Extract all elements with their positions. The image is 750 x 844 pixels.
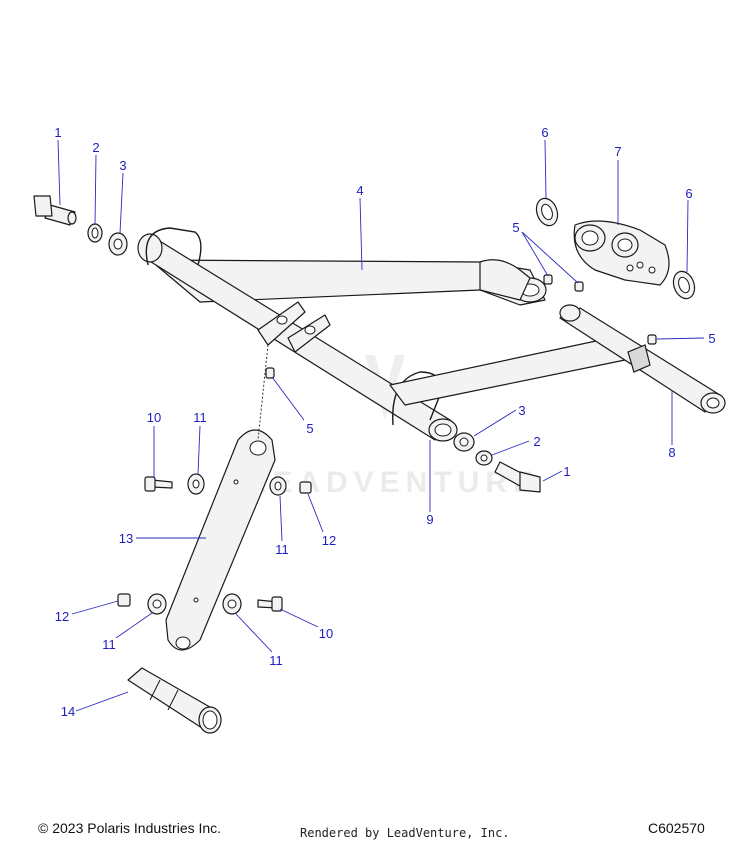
nut-12-lower [117, 593, 131, 607]
callout-5-left: 5 [306, 421, 313, 436]
washer-11-c [147, 593, 167, 615]
callout-6-right: 6 [685, 186, 692, 201]
callout-1-upper: 1 [54, 125, 61, 140]
bolt-10-lower [257, 596, 283, 612]
callout-11-lower-right: 11 [269, 653, 283, 668]
callout-6-upper: 6 [541, 125, 548, 140]
callout-13: 13 [119, 531, 133, 546]
callout-12-lower: 12 [55, 609, 69, 624]
washer-6-right [672, 270, 696, 300]
callout-2-lower: 2 [533, 434, 540, 449]
a-arm-tube-4 [149, 259, 547, 306]
copyright-text: © 2023 Polaris Industries Inc. [38, 820, 222, 836]
rendered-by-text: Rendered by LeadVenture, Inc. [300, 826, 510, 840]
a-arm-tube-9 [137, 227, 458, 442]
callout-11-upper-left: 11 [193, 410, 207, 425]
callout-8: 8 [668, 445, 675, 460]
callout-11-lower-left: 11 [102, 637, 116, 652]
callout-4: 4 [356, 183, 363, 198]
callout-5-upper: 5 [512, 220, 519, 235]
bolt-1-lower [494, 461, 541, 493]
assembly-line [257, 344, 269, 441]
grease-fitting-5d [265, 367, 275, 379]
callout-12-upper: 12 [322, 533, 336, 548]
callout-7: 7 [614, 144, 621, 159]
mount-bracket-7 [573, 220, 670, 286]
watermark: LEADVENTURE [248, 355, 539, 499]
washer-2-upper [87, 223, 103, 243]
callout-3-lower: 3 [518, 403, 525, 418]
grease-fitting-5c [647, 334, 657, 345]
washer-3-upper [108, 232, 128, 256]
bolt-1-upper [33, 195, 77, 226]
callout-3-upper: 3 [119, 158, 126, 173]
bushing-14 [127, 667, 222, 734]
washer-11-d [222, 593, 242, 615]
washer-11-b [269, 476, 287, 496]
callout-labels: 1 2 3 4 5 5 5 6 6 7 8 9 3 2 1 10 11 11 1… [54, 125, 715, 719]
watermark-text: LEADVENTURE [248, 466, 539, 499]
washer-11-a [187, 473, 205, 495]
callout-5-right: 5 [708, 331, 715, 346]
nut-12-upper [299, 481, 312, 494]
callout-2-upper: 2 [92, 140, 99, 155]
callout-10-lower: 10 [319, 626, 333, 641]
callout-14: 14 [61, 704, 75, 719]
callout-1-lower: 1 [563, 464, 570, 479]
grease-fitting-5a [543, 274, 553, 285]
callout-11-upper-right: 11 [275, 542, 289, 557]
bolt-10-upper [144, 476, 173, 492]
grease-fitting-5b [574, 281, 584, 292]
leader-lines [57, 139, 705, 712]
washer-3-lower [453, 432, 475, 452]
link-arm-13 [165, 429, 276, 651]
figure-code: C602570 [648, 820, 705, 836]
callout-10-upper: 10 [147, 410, 161, 425]
a-arm-tube-8 [389, 304, 726, 414]
callout-9: 9 [426, 512, 433, 527]
washer-6-upper [535, 197, 559, 227]
washer-2-lower [475, 450, 493, 466]
